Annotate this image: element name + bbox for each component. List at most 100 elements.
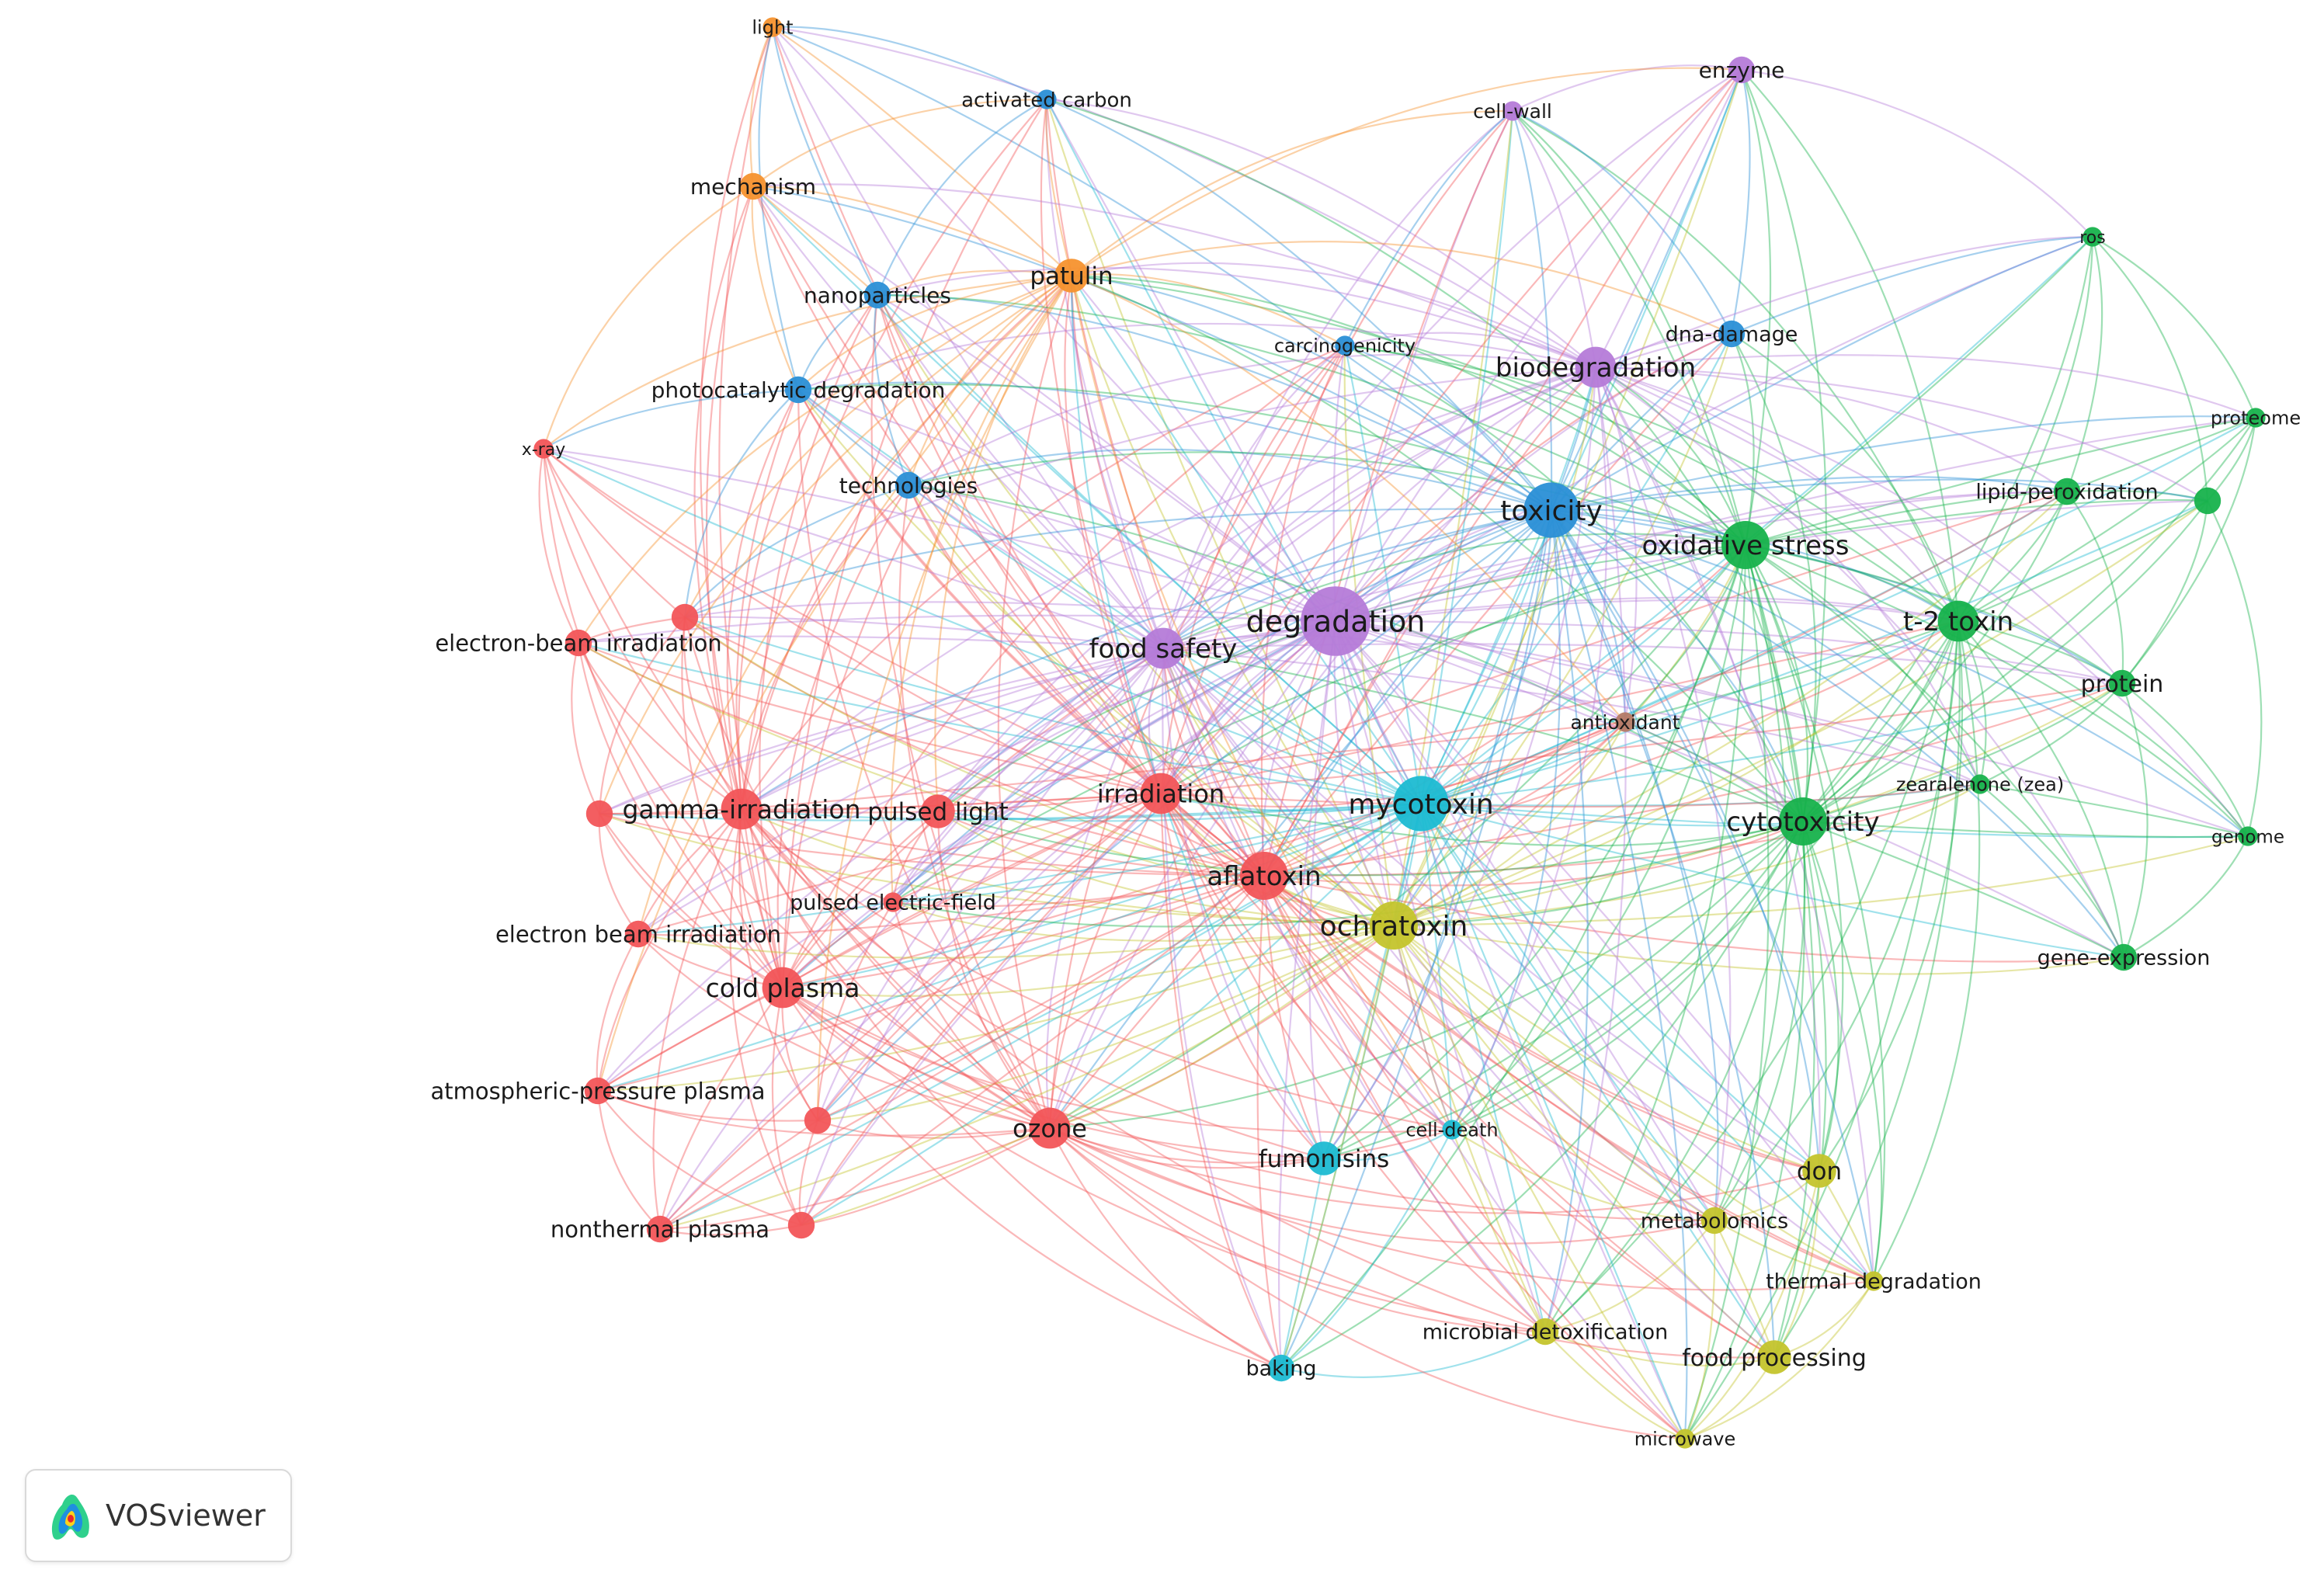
node-unlabeled-red-3[interactable] [804,1106,832,1134]
node-irradiation[interactable] [1140,773,1182,814]
node-ros[interactable] [2083,227,2103,247]
node-label-pulsed-light[interactable]: pulsed light [867,798,1008,826]
node-t-2-toxin[interactable] [1937,600,1979,642]
node-label-light[interactable]: light [752,17,793,39]
node-electron-beam-irradiation-2[interactable] [624,920,652,948]
node-label-ochratoxin[interactable]: ochratoxin [1320,911,1468,943]
node-label-pulsed-electric-field[interactable]: pulsed electric-field [790,891,996,915]
node-microbial-detoxification[interactable] [1531,1318,1559,1346]
node-label-microbial-detoxification[interactable]: microbial detoxification [1423,1321,1669,1345]
node-degradation[interactable] [1301,586,1370,656]
node-label-food-processing[interactable]: food processing [1682,1345,1867,1372]
node-toxicity[interactable] [1523,482,1579,538]
node-label-dna-damage[interactable]: dna-damage [1666,323,1798,347]
node-don[interactable] [1802,1154,1836,1188]
node-aflatoxin[interactable] [1240,852,1288,900]
node-activated-carbon[interactable] [1037,89,1057,109]
node-label-ozone[interactable]: ozone [1013,1114,1087,1144]
node-label-genome[interactable]: genome [2211,827,2284,847]
node-cell-death[interactable] [1442,1120,1462,1140]
node-cold-plasma[interactable] [762,967,804,1009]
node-fumonisins[interactable] [1307,1141,1341,1175]
node-label-thermal-degradation[interactable]: thermal degradation [1766,1270,1982,1294]
node-biodegradation[interactable] [1575,346,1617,388]
node-gene-expression[interactable] [2110,943,2138,971]
node-label-technologies[interactable]: technologies [839,473,978,498]
node-label-biodegradation[interactable]: biodegradation [1495,352,1696,384]
node-label-gene-expression[interactable]: gene-expression [2037,946,2211,971]
node-patulin[interactable] [1054,259,1089,293]
node-label-mechanism[interactable]: mechanism [690,174,816,200]
node-label-metabolomics[interactable]: metabolomics [1641,1210,1788,1234]
node-label-toxicity[interactable]: toxicity [1500,495,1603,527]
node-nonthermal-plasma[interactable] [646,1215,674,1243]
node-carcinogenicity[interactable] [1335,335,1355,356]
node-food-safety[interactable] [1142,627,1184,669]
node-label-oxidative-stress[interactable]: oxidative stress [1642,530,1850,561]
node-label-irradiation[interactable]: irradiation [1097,780,1225,809]
node-label-x-ray[interactable]: x-ray [522,440,566,460]
node-electron-beam-irradiation-1[interactable] [564,629,592,657]
node-cell-wall[interactable] [1502,101,1523,121]
node-label-cytotoxicity[interactable]: cytotoxicity [1726,807,1879,838]
node-light[interactable] [763,17,783,37]
node-gamma-irradiation[interactable] [721,788,763,830]
node-metabolomics[interactable] [1700,1207,1728,1235]
node-label-lipid-peroxidation[interactable]: lipid-peroxidation [1975,481,2158,505]
node-baking[interactable] [1267,1354,1295,1382]
node-label-atmospheric-pressure-plasma[interactable]: atmospheric-pressure plasma [430,1078,765,1104]
node-label-gamma-irradiation[interactable]: gamma-irradiation [622,794,860,825]
node-label-t-2-toxin[interactable]: t-2 toxin [1903,606,2013,637]
node-cytotoxicity[interactable] [1779,797,1827,846]
node-label-ros[interactable]: ros [2079,228,2105,248]
node-label-cell-death[interactable]: cell-death [1405,1120,1498,1141]
node-label-nanoparticles[interactable]: nanoparticles [804,283,951,308]
node-protein[interactable] [2108,669,2136,697]
node-x-ray[interactable] [533,439,554,459]
node-label-fumonisins[interactable]: fumonisins [1259,1145,1390,1173]
node-pulsed-electric-field[interactable] [883,892,903,912]
node-dna-damage[interactable] [1718,320,1746,348]
node-label-activated-carbon[interactable]: activated carbon [961,89,1132,112]
node-label-cold-plasma[interactable]: cold plasma [706,973,860,1003]
node-label-antioxidant[interactable]: antioxidant [1570,711,1680,734]
node-mechanism[interactable] [739,172,767,200]
node-proteome[interactable] [2246,408,2266,428]
node-label-patulin[interactable]: patulin [1030,262,1113,290]
node-mycotoxin[interactable] [1393,776,1449,832]
node-label-food-safety[interactable]: food safety [1089,634,1238,665]
node-unlabeled-red-1[interactable] [671,603,699,631]
node-microwave[interactable] [1675,1429,1695,1449]
node-ochratoxin[interactable] [1370,901,1418,950]
node-label-nonthermal-plasma[interactable]: nonthermal plasma [551,1216,769,1242]
node-unlabeled-green[interactable] [2194,487,2222,515]
node-label-enzyme[interactable]: enzyme [1699,57,1785,83]
node-thermal-degradation[interactable] [1864,1271,1884,1291]
node-enzyme[interactable] [1728,56,1756,84]
node-genome[interactable] [2238,826,2258,846]
node-pulsed-light[interactable] [921,794,955,828]
node-label-mycotoxin[interactable]: mycotoxin [1348,789,1493,821]
node-oxidative-stress[interactable] [1721,521,1770,569]
node-label-photocatalytic-degradation[interactable]: photocatalytic degradation [651,377,946,403]
node-photocatalytic-degradation[interactable] [784,376,812,404]
node-label-aflatoxin[interactable]: aflatoxin [1207,861,1321,892]
node-lipid-peroxidation[interactable] [2053,477,2081,505]
node-ozone[interactable] [1029,1107,1071,1149]
node-unlabeled-red-4[interactable] [787,1211,815,1239]
node-label-cell-wall[interactable]: cell-wall [1473,100,1552,123]
node-nanoparticles[interactable] [863,281,891,309]
node-antioxidant[interactable] [1615,712,1635,732]
node-atmospheric-pressure-plasma[interactable] [584,1077,612,1105]
node-label-don[interactable]: don [1797,1158,1842,1186]
node-label-protein[interactable]: protein [2081,671,2164,698]
node-label-degradation[interactable]: degradation [1246,605,1426,639]
node-label-proteome[interactable]: proteome [2211,408,2301,429]
node-label-electron-beam-irradiation-1[interactable]: electron-beam irradiation [435,630,721,656]
node-technologies[interactable] [895,471,922,499]
node-label-zearalenone[interactable]: zearalenone (zea) [1896,774,2064,796]
node-unlabeled-red-2[interactable] [585,800,613,828]
vosviewer-badge[interactable]: VOSviewer [25,1469,292,1562]
node-label-carcinogenicity[interactable]: carcinogenicity [1274,335,1416,357]
